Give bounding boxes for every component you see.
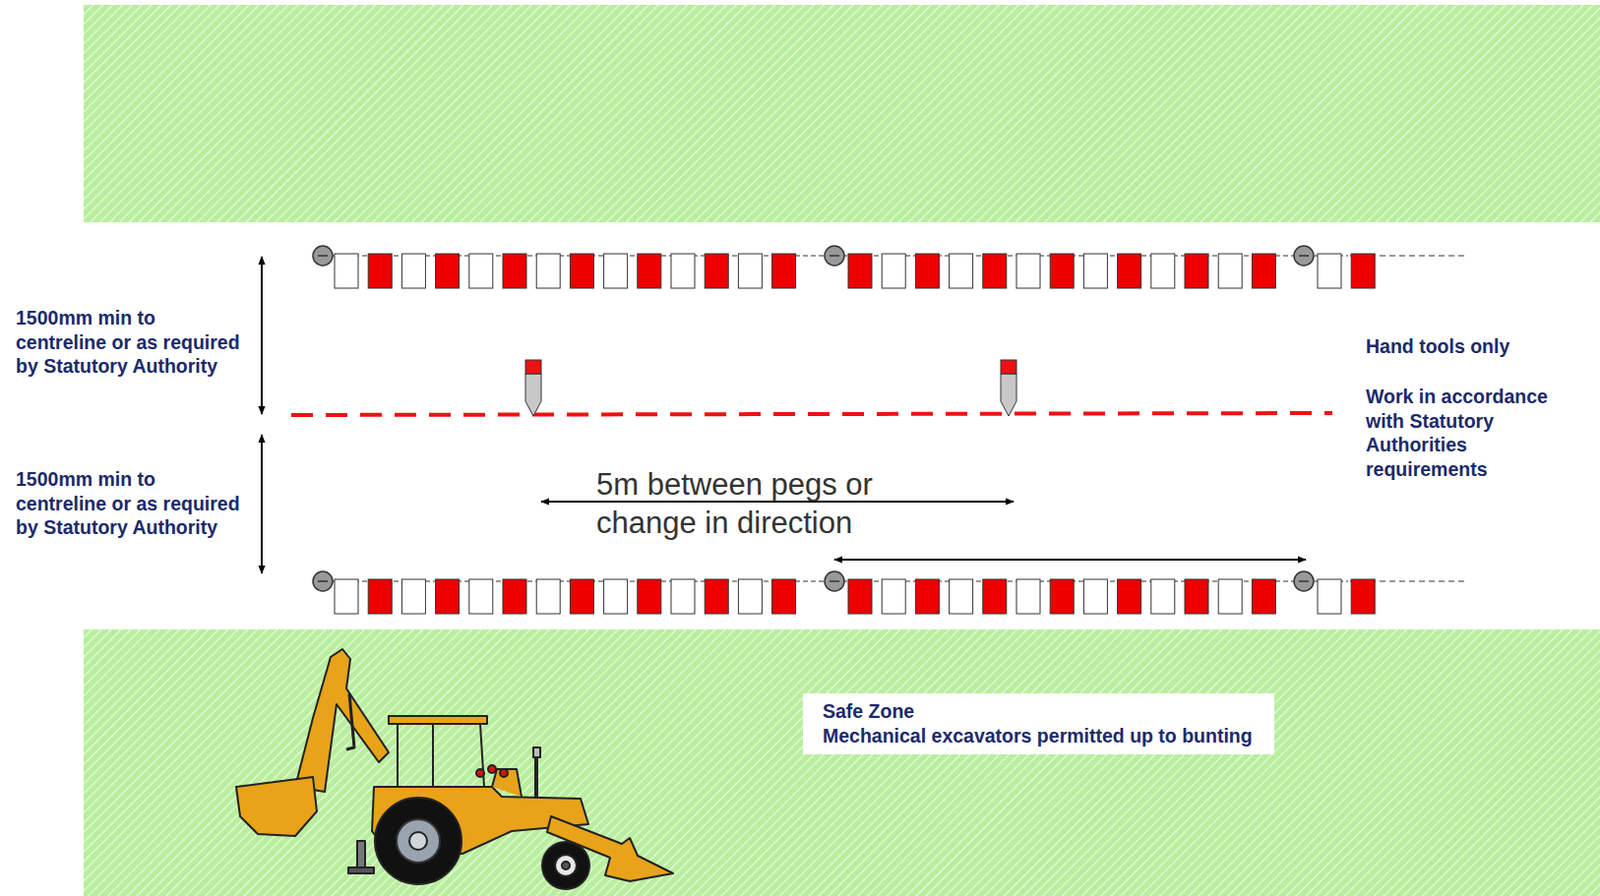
- bunting-flag: [1049, 253, 1074, 289]
- dimension-arrow: [260, 256, 263, 415]
- bunting-post: [1298, 580, 1309, 583]
- bunting-flag: [435, 253, 460, 289]
- work-note: Work in accordance with Statutory Author…: [1365, 384, 1591, 482]
- bunting-flag: [502, 579, 527, 615]
- bunting-flag: [604, 253, 628, 289]
- centreline: [291, 413, 1333, 416]
- bunting-flag: [536, 253, 560, 289]
- bunting-flag: [569, 579, 594, 615]
- dimension-note: 1500mm min to centreline or as required …: [15, 467, 245, 541]
- bunting-flag: [1016, 253, 1041, 289]
- bunting-flag: [1317, 579, 1342, 615]
- bunting-flag: [334, 253, 359, 289]
- bunting-flag: [1083, 253, 1108, 289]
- bunting-flag: [848, 579, 872, 615]
- bunting-post: [824, 246, 845, 266]
- bunting-flag: [1184, 253, 1209, 289]
- bunting-flag: [915, 253, 939, 289]
- bunting-flag: [1049, 579, 1074, 615]
- bunting-flag: [772, 579, 797, 615]
- bunting-flag: [1351, 579, 1375, 615]
- peg: [1000, 360, 1017, 417]
- bunting-flag: [368, 253, 392, 289]
- bunting-flag: [772, 253, 797, 289]
- bunting-flag: [983, 253, 1007, 289]
- peg: [525, 360, 542, 417]
- bunting-post: [312, 571, 333, 592]
- bunting-flag: [1218, 253, 1242, 289]
- bunting-flag: [1251, 253, 1276, 289]
- bunting-flag: [949, 253, 974, 289]
- grass-band: [83, 4, 1600, 223]
- bunting-flag: [983, 579, 1007, 615]
- bunting-flag: [1218, 579, 1242, 615]
- zone-text: Mechanical excavators permitted up to bu…: [822, 724, 1253, 749]
- dimension-arrow: [834, 558, 1306, 561]
- bunting-flag: [1117, 579, 1142, 615]
- bunting-flag: [848, 253, 872, 289]
- bunting-post: [317, 254, 328, 257]
- bunting-post: [824, 571, 845, 592]
- bunting-flag: [401, 253, 426, 289]
- bunting-flag: [704, 253, 729, 289]
- bunting-flag: [569, 253, 594, 289]
- bunting-flag: [915, 579, 939, 615]
- bunting-flag: [671, 253, 695, 289]
- bunting-flag: [502, 253, 527, 289]
- bunting-post: [829, 254, 840, 257]
- bunting-post: [1293, 571, 1314, 592]
- grass-band: [83, 629, 1600, 896]
- bunting-post: [317, 580, 328, 583]
- bunting-flag: [738, 253, 762, 289]
- bunting-flag: [671, 579, 695, 615]
- safe-zone-box: Safe ZoneMechanical excavators permitted…: [802, 693, 1275, 755]
- bunting-flag: [604, 579, 628, 615]
- bunting-flag: [738, 579, 762, 615]
- bunting-post: [312, 246, 333, 266]
- bunting-flag: [469, 253, 493, 289]
- bunting-flag: [1151, 253, 1175, 289]
- dimension-arrow: [260, 434, 263, 574]
- bunting-post: [1293, 246, 1314, 266]
- bunting-flag: [1317, 253, 1342, 289]
- bunting-flag: [881, 579, 906, 615]
- bunting-flag: [1184, 579, 1209, 615]
- bunting-post: [829, 580, 840, 583]
- backhoe: [236, 649, 674, 890]
- bunting-flag: [469, 579, 493, 615]
- bunting-flag: [881, 253, 906, 289]
- work-note: Hand tools only: [1365, 334, 1591, 360]
- bunting-flag: [1117, 253, 1142, 289]
- bunting-flag: [536, 579, 560, 615]
- bunting-flag: [435, 579, 460, 615]
- bunting-flag: [1151, 579, 1175, 615]
- bunting-flag: [368, 579, 392, 615]
- bunting-post: [1298, 254, 1309, 257]
- bunting-flag: [334, 579, 359, 615]
- bunting-flag: [637, 579, 662, 615]
- bunting-flag: [637, 253, 662, 289]
- bunting-flag: [704, 579, 729, 615]
- bunting-flag: [949, 579, 974, 615]
- bunting-flag: [401, 579, 426, 615]
- bunting-flag: [1351, 253, 1375, 289]
- bunting-flag: [1251, 579, 1276, 615]
- bunting-flag: [1083, 579, 1108, 615]
- dimension-note: 1500mm min to centreline or as required …: [15, 306, 245, 379]
- bunting-flag: [1016, 579, 1041, 615]
- zone-text: Safe Zone: [822, 699, 1253, 725]
- bunting: [312, 246, 1467, 615]
- dimension-label: 5m between pegs or change in direction: [596, 465, 931, 543]
